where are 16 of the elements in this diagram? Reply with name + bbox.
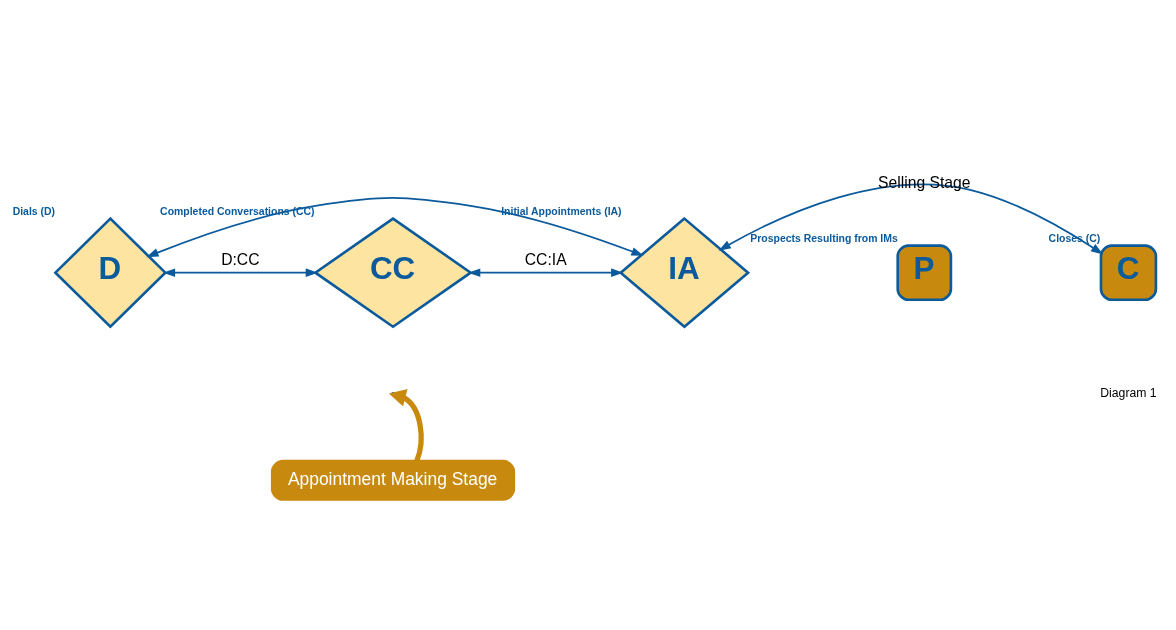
node-diamond: IA bbox=[618, 216, 751, 329]
arrow bbox=[162, 268, 318, 277]
node-label: Prospects Resulting from IMs bbox=[750, 232, 898, 244]
node-diamond: CC bbox=[313, 217, 473, 329]
node-label: Initial Appointments (IA) bbox=[501, 205, 622, 217]
edge-label: CC:IA bbox=[524, 251, 567, 269]
node-diamond: D bbox=[53, 216, 168, 329]
arrow bbox=[146, 197, 644, 258]
node-box: Appointment Making Stage bbox=[270, 459, 516, 501]
edge-label: D:CC bbox=[221, 251, 260, 269]
arrow bbox=[718, 183, 1104, 255]
node-box: C bbox=[1099, 244, 1158, 302]
label: Diagram 1 bbox=[1100, 386, 1157, 401]
arrow bbox=[468, 268, 624, 277]
node-label: Dials (D) bbox=[12, 205, 56, 217]
node-box: P bbox=[896, 244, 953, 302]
